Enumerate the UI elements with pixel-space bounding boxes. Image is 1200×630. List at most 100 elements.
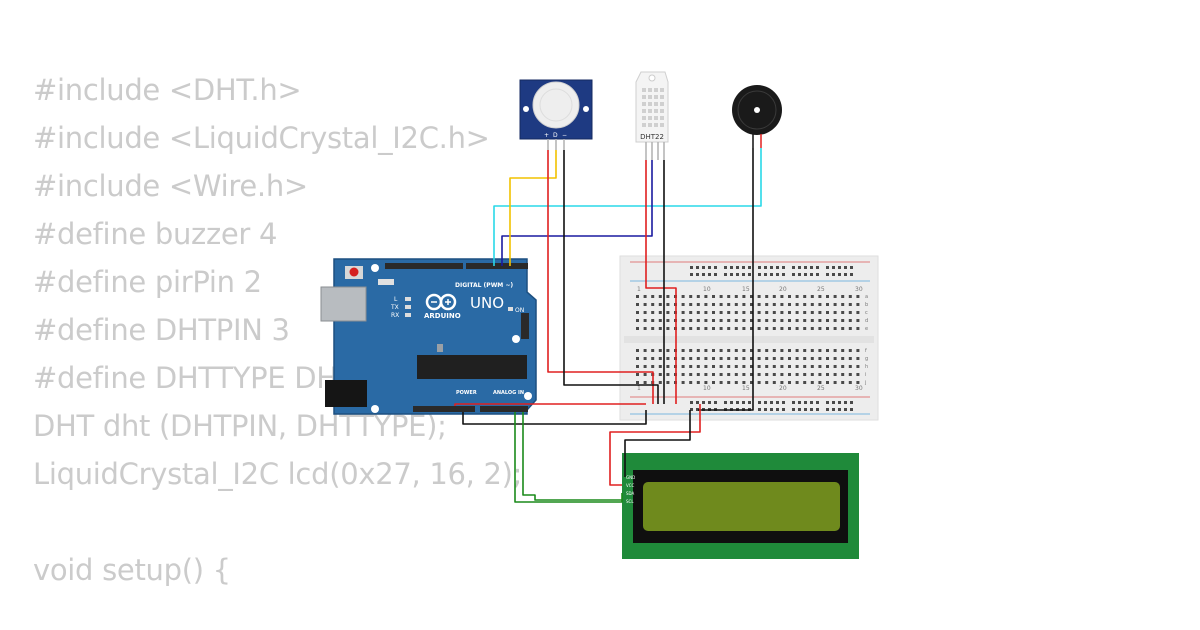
breadboard-hole [666, 381, 670, 384]
breadboard-hole [818, 357, 822, 360]
breadboard-hole [719, 357, 723, 360]
wire-dht-signal[interactable] [501, 160, 653, 266]
wire-arduino-5v[interactable] [454, 403, 646, 406]
breadboard-hole [689, 311, 693, 314]
breadboard-hole [788, 311, 791, 314]
breadboard-hole [795, 327, 799, 330]
led-rx-label: RX [391, 312, 399, 319]
breadboard-hole [826, 303, 829, 306]
breadboard-hole [841, 373, 845, 376]
breadboard-hole [792, 266, 795, 269]
breadboard-hole [696, 365, 700, 368]
dht22-grille-slot [648, 102, 652, 106]
code-line: #include <LiquidCrystal_I2C.h> [33, 121, 490, 155]
buzzer[interactable] [732, 85, 782, 148]
breadboard-hole [795, 349, 799, 352]
wire-lcd-sda[interactable] [514, 412, 623, 503]
code-line: #define DHTPIN 3 [33, 313, 290, 347]
breadboard-hole [803, 349, 807, 352]
breadboard-hole [696, 319, 700, 322]
wire-arduino-gnd[interactable] [462, 410, 647, 425]
breadboard-hole [832, 266, 835, 269]
lcd-pin-label: VCC [626, 483, 635, 488]
breadboard-hole [636, 303, 639, 306]
breadboard-hole [788, 319, 791, 322]
wire-pir-signal[interactable] [509, 150, 557, 266]
dht22-grille-slot [660, 109, 664, 113]
pir-pin-label: + [544, 132, 549, 139]
reset-button[interactable] [349, 267, 359, 277]
dht22-grille-slot [654, 95, 658, 99]
led-on-label: ON [515, 307, 524, 314]
breadboard-hole [816, 408, 819, 411]
breadboard-hole [780, 381, 784, 384]
wire-lcd-vcc[interactable] [609, 404, 701, 486]
breadboard-hole [757, 327, 761, 330]
breadboard-hole [795, 311, 799, 314]
breadboard-hole [714, 266, 717, 269]
breadboard-hole [690, 273, 693, 276]
breadboard-hole [727, 381, 731, 384]
breadboard-hole [841, 319, 845, 322]
breadboard-hole [795, 295, 799, 298]
breadboard-hole [643, 373, 647, 376]
icsp-header [521, 313, 529, 339]
breadboard-hole [666, 319, 670, 322]
breadboard-hole [838, 408, 841, 411]
analog-header [480, 406, 528, 412]
breadboard-hole [681, 311, 685, 314]
breadboard-hole [788, 357, 791, 360]
breadboard-hole [696, 266, 699, 269]
breadboard-hole [780, 373, 784, 376]
power-pins-label: POWER [456, 390, 477, 396]
breadboard-hole [748, 273, 751, 276]
breadboard-hole [848, 373, 852, 376]
breadboard-hole [727, 349, 731, 352]
breadboard-hole [714, 401, 717, 404]
breadboard-hole [666, 373, 670, 376]
arduino-uno-board[interactable]: L TX RX UNO ARDUINO DIGITAL (PWM ~) POWE… [320, 258, 537, 415]
pir-sensor[interactable]: + D − [519, 79, 593, 150]
breadboard-hole [658, 349, 662, 352]
digital-header-left [385, 263, 463, 269]
breadboard-hole [651, 327, 655, 330]
breadboard-hole [832, 408, 835, 411]
dht22-grille-slot [660, 88, 664, 92]
breadboard-hole [856, 349, 860, 352]
wire-lcd-gnd[interactable] [624, 410, 691, 477]
breadboard[interactable]: 1 10 15 20 25 30 1 10 15 20 25 30 a b c … [619, 255, 879, 421]
breadboard-hole [727, 365, 731, 368]
breadboard-hole [681, 381, 685, 384]
lcd-display[interactable]: GND VCC SDA SCL [622, 453, 859, 559]
breadboard-hole [770, 401, 773, 404]
breadboard-hole [666, 311, 670, 314]
wire-lcd-scl[interactable] [522, 412, 622, 501]
dht22-grille-slot [660, 95, 664, 99]
wire-buzzer-ground[interactable] [698, 148, 754, 411]
wire-dht-vcc[interactable] [645, 160, 677, 404]
row-letters-bottom: f g h i j [864, 348, 868, 386]
breadboard-hole [742, 303, 746, 306]
breadboard-hole [844, 266, 847, 269]
mount-hole [524, 392, 532, 400]
breadboard-hole [826, 327, 829, 330]
breadboard-hole [776, 401, 779, 404]
wire-pir-vcc[interactable] [547, 150, 654, 404]
breadboard-hole [734, 381, 738, 384]
breadboard-hole [772, 319, 776, 322]
breadboard-hole [798, 408, 801, 411]
led-rx [405, 313, 411, 317]
dht22-grille-slot [654, 102, 658, 106]
breadboard-hole [757, 365, 761, 368]
breadboard-hole [719, 295, 723, 298]
column-number: 25 [817, 385, 825, 392]
dht22-sensor[interactable]: DHT22 [635, 71, 669, 160]
breadboard-hole [651, 319, 655, 322]
breadboard-hole [810, 273, 813, 276]
breadboard-hole [757, 311, 761, 314]
wire-pir-ground[interactable] [563, 150, 659, 404]
wire-buzzer-signal[interactable] [493, 148, 762, 266]
breadboard-hole [803, 327, 807, 330]
breadboard-hole [856, 373, 860, 376]
breadboard-hole [757, 357, 761, 360]
